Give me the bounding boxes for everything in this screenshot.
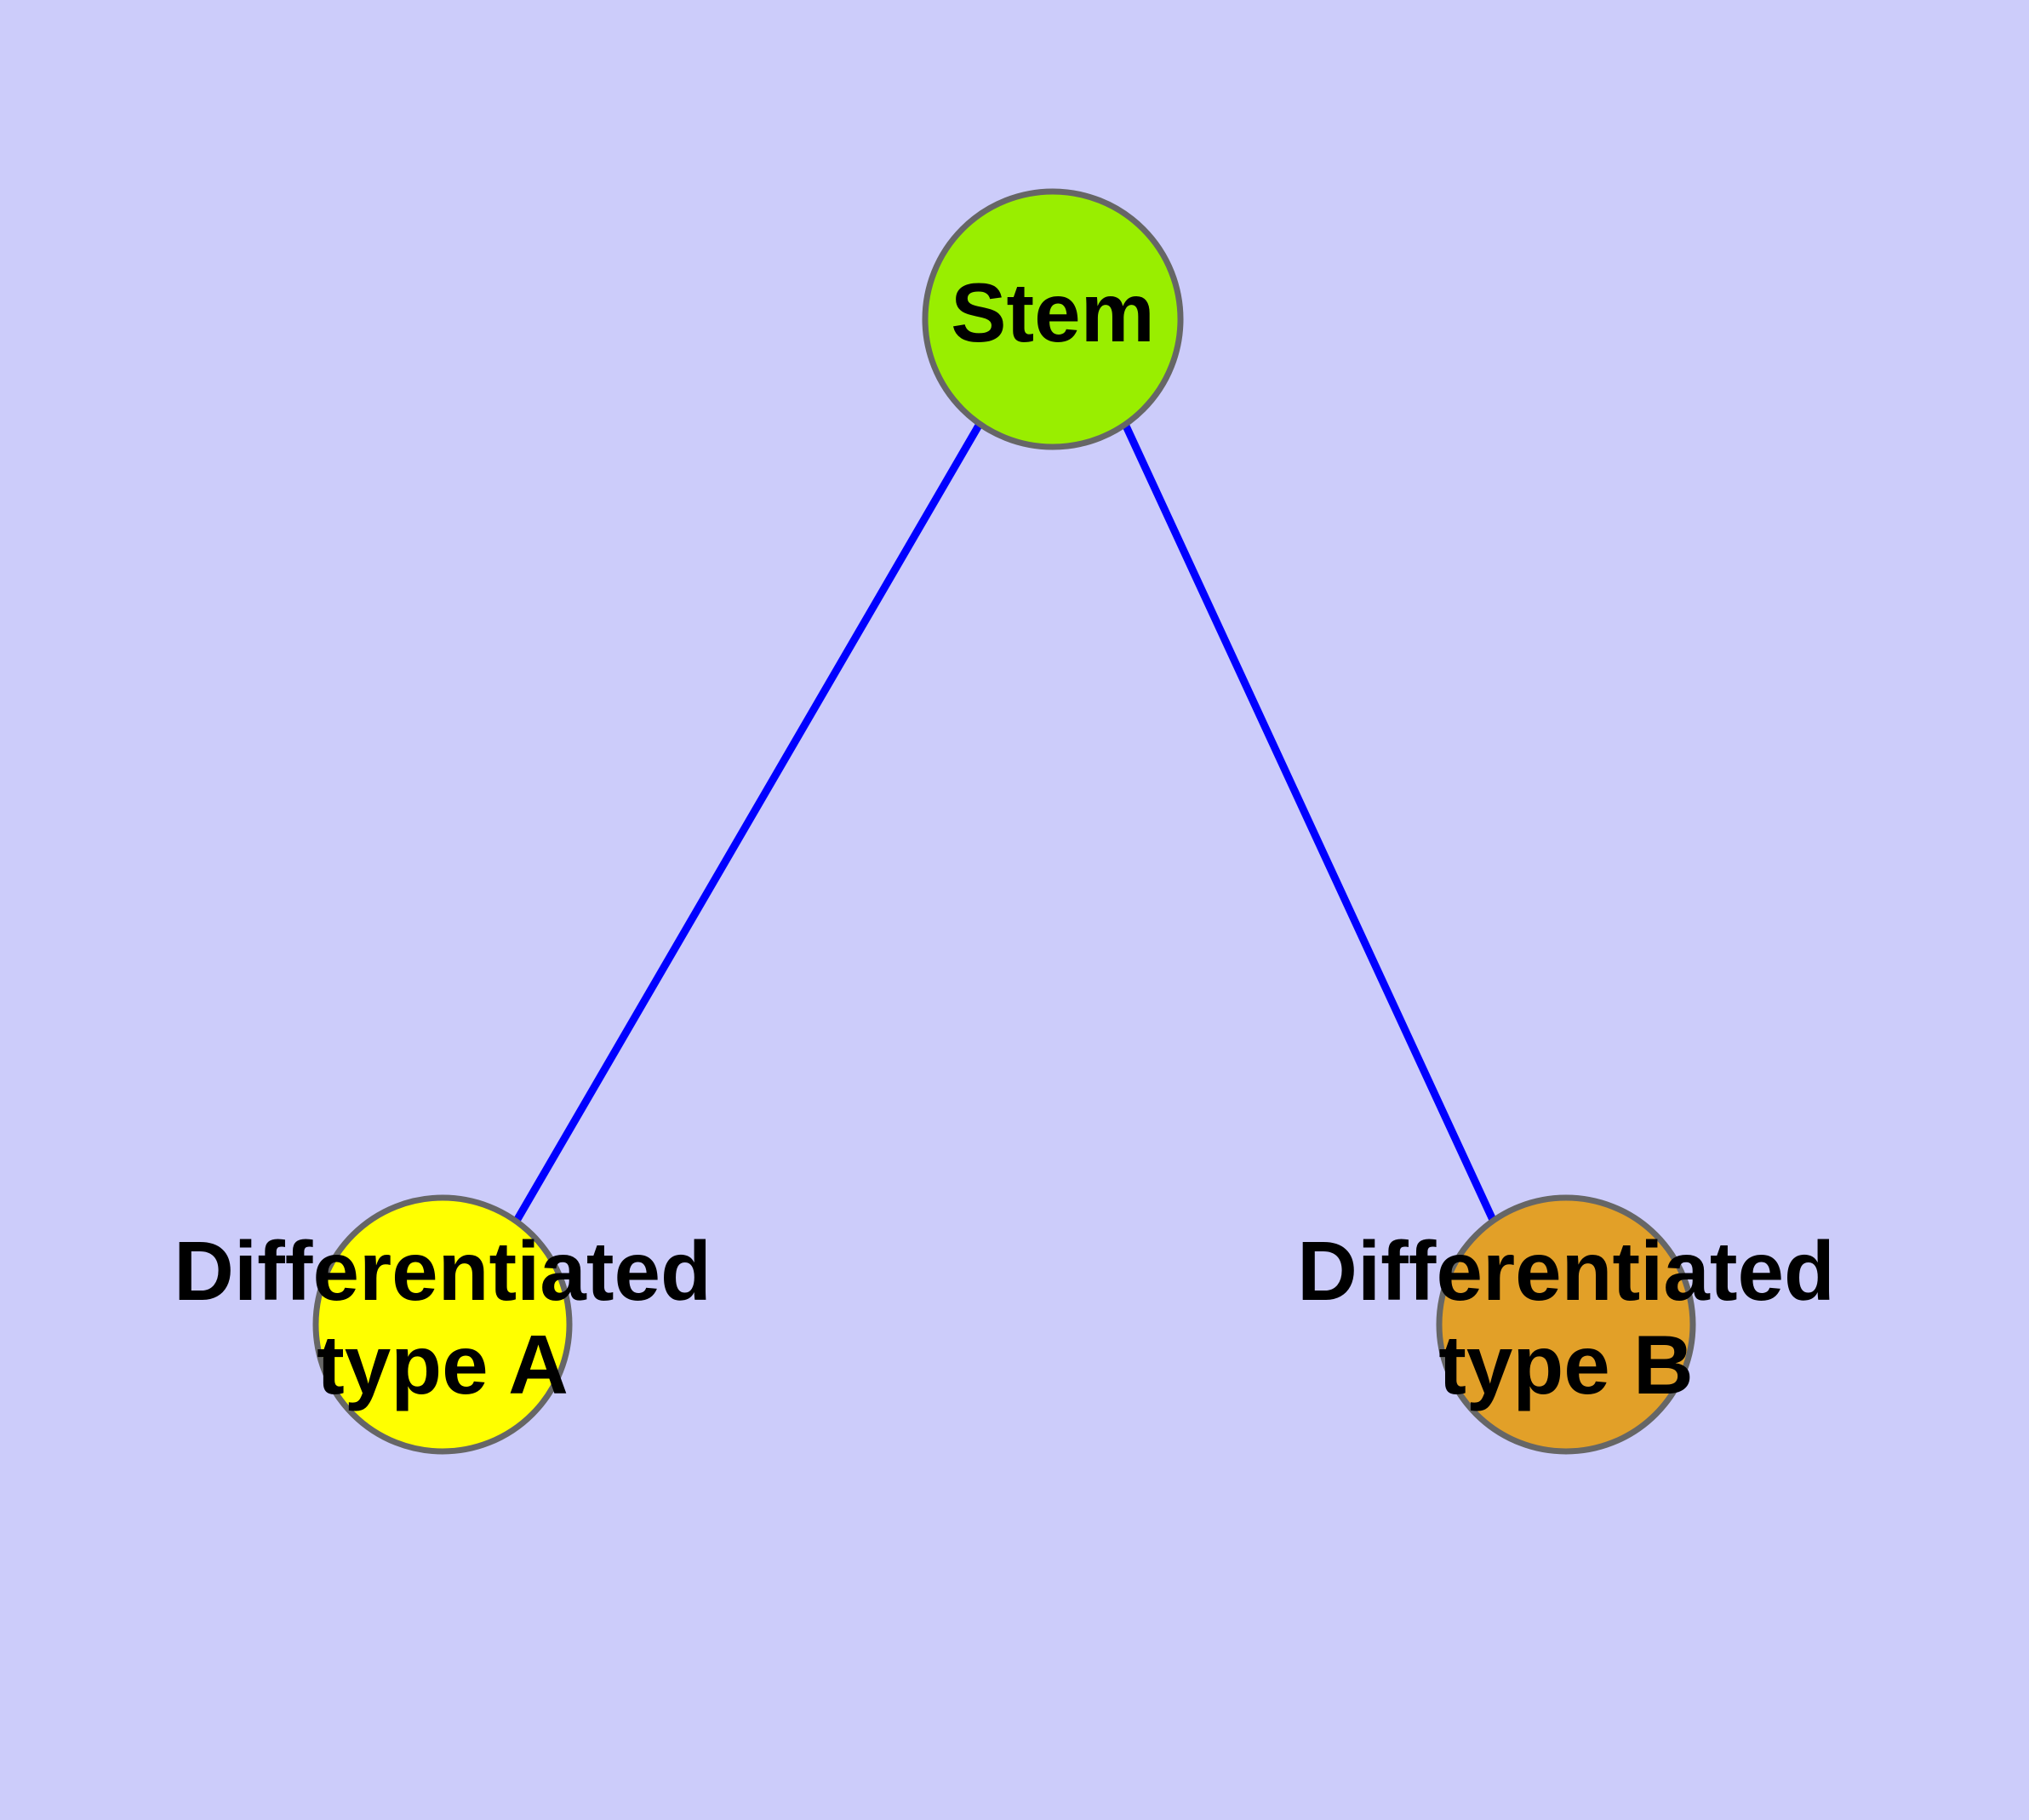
node-label-line: type A (317, 1318, 569, 1411)
node-stem-label: Stem (951, 266, 1155, 359)
node-differentiated-type-b-circle[interactable] (1436, 1194, 1696, 1455)
node-differentiated-type-a-circle[interactable] (312, 1194, 573, 1455)
node-label-line: Differentiated (174, 1224, 712, 1318)
edge-stem-to-differentiated-type-a (513, 421, 983, 1223)
node-stem-circle[interactable] (922, 188, 1184, 450)
edges-group (513, 421, 1497, 1223)
node-differentiated-type-a[interactable] (312, 1194, 573, 1455)
node-label-line: Differentiated (1297, 1224, 1835, 1318)
node-differentiated-type-b[interactable] (1436, 1194, 1696, 1455)
node-stem[interactable] (922, 188, 1184, 450)
edge-stem-to-differentiated-type-b (1120, 421, 1497, 1222)
node-label-line: type B (1438, 1318, 1694, 1411)
node-label-line: Stem (951, 266, 1155, 359)
